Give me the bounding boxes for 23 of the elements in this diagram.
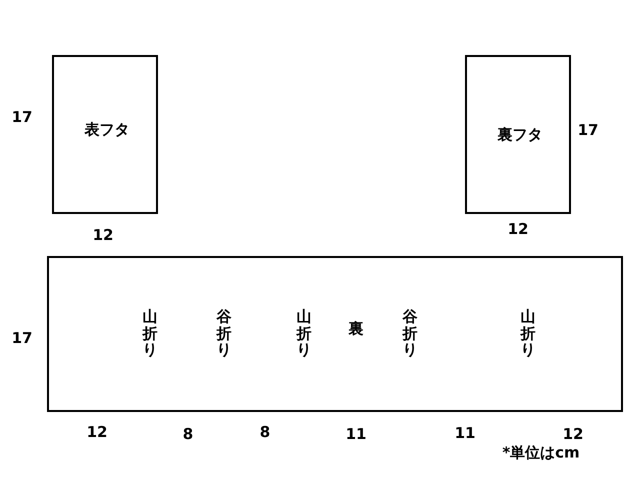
dimension-label: 17 [578,121,598,139]
panel-label: 裏 [348,320,364,338]
fold-label: 谷折り [216,308,232,358]
unit-note: *単位はcm [502,444,580,462]
dimension-label: 17 [12,329,32,347]
fold-label: 山折り [520,308,536,358]
lid-panel [465,55,571,214]
fold-label: 谷折り [402,308,418,358]
panel-label: 表フタ [84,120,130,140]
dimension-label: 11 [454,424,476,442]
dimension-label: 12 [508,220,528,238]
dimension-label: 12 [86,423,108,441]
fold-label: 山折り [142,308,158,358]
lid-panel [52,55,158,214]
strip-panel [47,256,623,412]
dimension-label: 8 [260,423,270,441]
fold-label: 山折り [296,308,312,358]
dimension-label: 17 [12,108,32,126]
dimension-label: 12 [562,425,584,443]
dimension-label: 12 [92,226,114,244]
panel-label: 裏フタ [498,126,542,144]
dimension-label: 11 [346,425,366,443]
dimension-label: 8 [182,425,194,443]
